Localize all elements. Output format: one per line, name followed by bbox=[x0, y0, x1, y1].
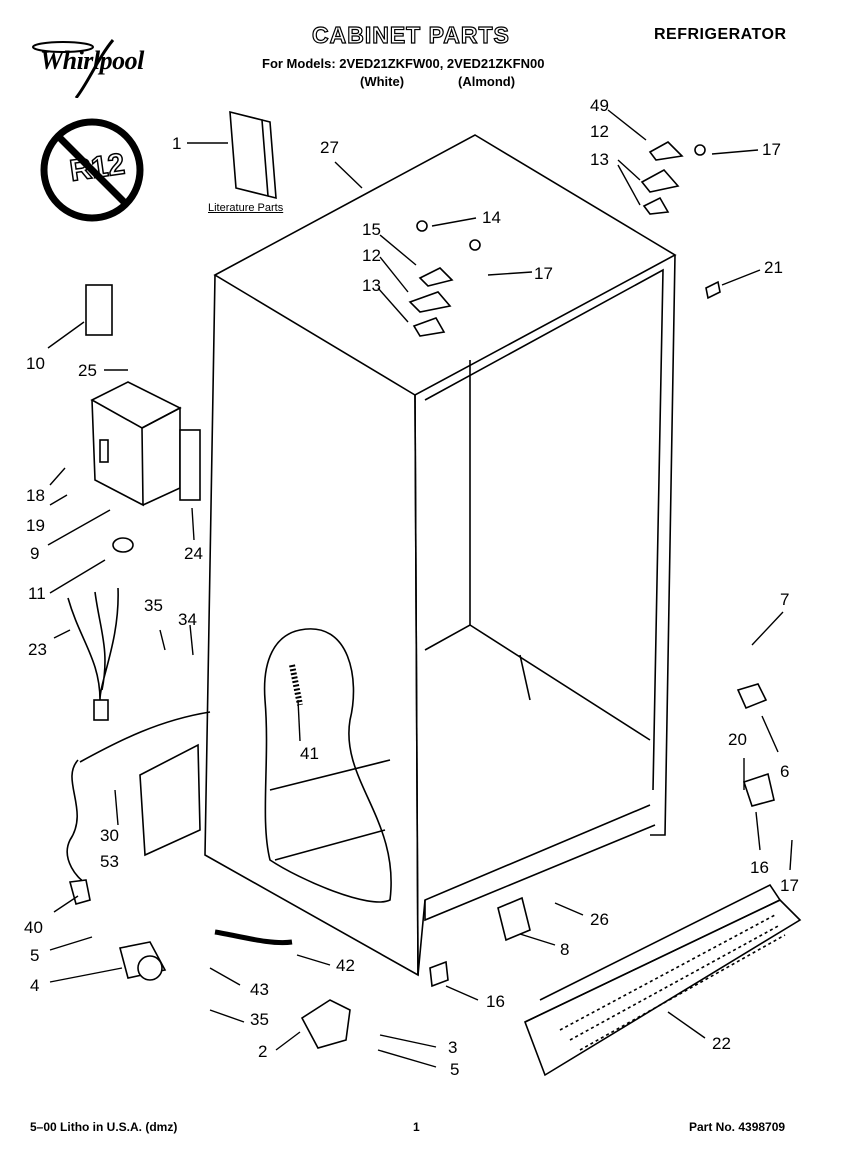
part-number: Part No. 4398709 bbox=[689, 1120, 786, 1134]
callout-49: 49 bbox=[590, 96, 609, 115]
callout-5: 5 bbox=[450, 1060, 460, 1079]
bracket-8 bbox=[497, 896, 531, 942]
callout-53: 53 bbox=[100, 852, 119, 871]
callout-11: 11 bbox=[28, 584, 46, 603]
callout-16: 16 bbox=[486, 992, 505, 1011]
callout-3: 3 bbox=[448, 1038, 458, 1057]
callout-14: 14 bbox=[482, 208, 501, 227]
callout-9: 9 bbox=[30, 544, 40, 563]
callout-1: 1 bbox=[172, 134, 182, 153]
clip-16 bbox=[429, 960, 449, 988]
callout-40: 40 bbox=[24, 918, 43, 937]
model-numbers: For Models: 2VED21ZKFW00, 2VED21ZKFN00 bbox=[262, 56, 545, 71]
callout-30: 30 bbox=[100, 826, 119, 845]
drain-tube bbox=[214, 929, 293, 946]
page-title: CABINET PARTS bbox=[311, 21, 510, 48]
hinge-pin-icon bbox=[705, 280, 721, 300]
callout-13: 13 bbox=[362, 276, 381, 295]
literature-booklet-icon bbox=[229, 110, 277, 200]
page-number: 1 bbox=[413, 1120, 420, 1134]
variant-white: (White) bbox=[360, 74, 405, 89]
callout-35: 35 bbox=[250, 1010, 269, 1029]
callout-27: 27 bbox=[320, 138, 339, 157]
callout-41: 41 bbox=[300, 744, 319, 763]
callout-24: 24 bbox=[184, 544, 203, 563]
variant-almond: (Almond) bbox=[458, 74, 516, 89]
whirlpool-swirl-icon bbox=[32, 39, 115, 99]
callout-23: 23 bbox=[28, 640, 47, 659]
callout-4: 4 bbox=[30, 976, 40, 995]
top-hinge-left bbox=[408, 220, 481, 337]
no-r12-badge: R12 bbox=[40, 118, 144, 222]
grommet-icon bbox=[112, 537, 134, 553]
callout-13: 13 bbox=[590, 150, 609, 169]
callout-16: 16 bbox=[750, 858, 769, 877]
callout-42: 42 bbox=[336, 956, 355, 975]
drain-hose-icon bbox=[289, 664, 303, 706]
callout-15: 15 bbox=[362, 220, 381, 239]
callout-12: 12 bbox=[362, 246, 381, 265]
toe-grille bbox=[523, 883, 802, 1077]
brand-name: Whirlpool bbox=[40, 46, 144, 75]
lower-hinge bbox=[736, 683, 768, 710]
callout-19: 19 bbox=[26, 516, 45, 535]
callout-26: 26 bbox=[590, 910, 609, 929]
callout-17: 17 bbox=[534, 264, 553, 283]
callout-5: 5 bbox=[30, 946, 40, 965]
callout-8: 8 bbox=[560, 940, 570, 959]
access-cover bbox=[139, 743, 201, 857]
callout-22: 22 bbox=[712, 1034, 731, 1053]
wire-harness bbox=[67, 587, 119, 701]
callout-10: 10 bbox=[26, 354, 45, 373]
callout-20: 20 bbox=[728, 730, 747, 749]
callout-2: 2 bbox=[258, 1042, 268, 1061]
no-r12-icon: R12 bbox=[40, 118, 144, 222]
brand-logo: Whirlpool bbox=[18, 38, 168, 99]
insulation-cutaway bbox=[263, 628, 392, 903]
callout-6: 6 bbox=[780, 762, 790, 781]
literature-parts-label: Literature Parts bbox=[208, 202, 284, 214]
appliance-category: REFRIGERATOR bbox=[654, 26, 787, 43]
relay-icon bbox=[85, 284, 113, 336]
callout-25: 25 bbox=[78, 361, 97, 380]
callout-12: 12 bbox=[590, 122, 609, 141]
callout-21: 21 bbox=[764, 258, 783, 277]
callout-17: 17 bbox=[780, 876, 799, 895]
callout-18: 18 bbox=[26, 486, 45, 505]
leader-lines bbox=[47, 109, 793, 1068]
callout-35: 35 bbox=[144, 596, 163, 615]
callout-7: 7 bbox=[780, 590, 790, 609]
print-info: 5–00 Litho in U.S.A. (dmz) bbox=[30, 1120, 178, 1134]
power-cord bbox=[66, 711, 211, 881]
cabinet-shell bbox=[204, 134, 677, 977]
top-hinge-right bbox=[640, 141, 706, 215]
callout-17: 17 bbox=[762, 140, 781, 159]
callout-34: 34 bbox=[178, 610, 197, 629]
leveling-leg bbox=[300, 999, 351, 1049]
control-box bbox=[90, 381, 201, 507]
callout-43: 43 bbox=[250, 980, 269, 999]
